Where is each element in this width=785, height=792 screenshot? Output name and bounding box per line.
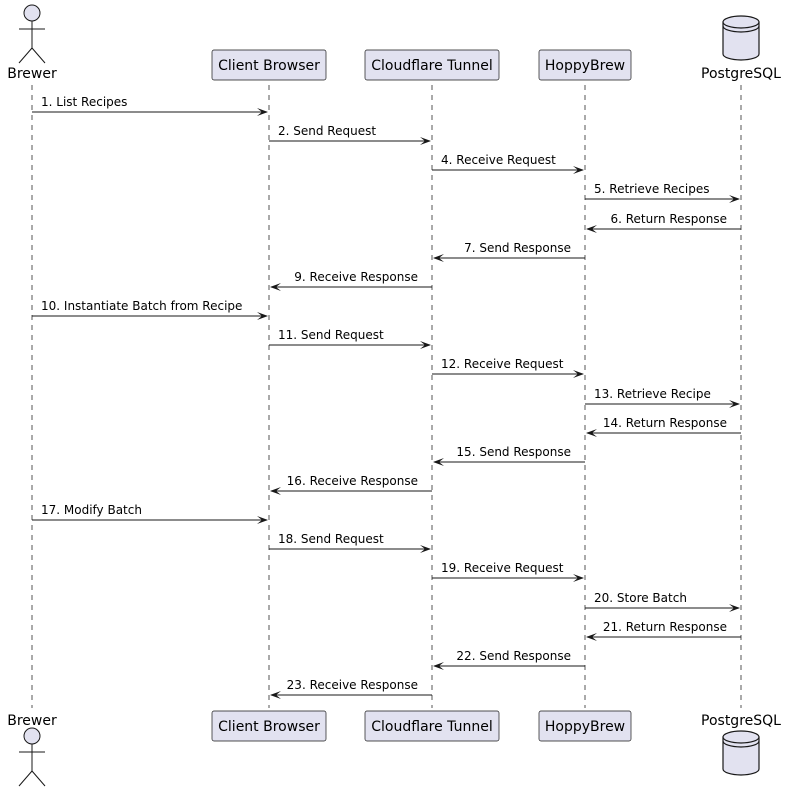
arrowhead-icon	[586, 633, 597, 641]
message-4: 5. Retrieve Recipes	[585, 182, 740, 203]
actor-leg-right	[31, 770, 46, 787]
arrowhead-icon	[433, 254, 444, 262]
message-label: 4. Receive Request	[441, 153, 556, 167]
arrowhead-icon	[729, 195, 740, 203]
database-rim	[722, 740, 760, 748]
arrowhead-icon	[420, 341, 431, 349]
message-11: 13. Retrieve Recipe	[585, 387, 740, 408]
message-label: 5. Retrieve Recipes	[594, 182, 709, 196]
arrowhead-icon	[420, 545, 431, 553]
message-label: 18. Send Request	[278, 532, 384, 546]
arrowhead-icon	[729, 604, 740, 612]
message-label: 1. List Recipes	[41, 95, 127, 109]
arrowhead-icon	[573, 166, 584, 174]
message-label: 21. Return Response	[603, 620, 727, 634]
participant-box-client-top	[211, 49, 327, 81]
message-label: 23. Receive Response	[287, 678, 418, 692]
arrowhead-icon	[257, 108, 268, 116]
arrowhead-icon	[586, 225, 597, 233]
actor-icon-bottom	[18, 727, 46, 787]
arrowhead-icon	[433, 458, 444, 466]
actor-leg-right	[31, 47, 46, 64]
message-label: 6. Return Response	[610, 212, 727, 226]
participant-label-brewer-bottom: Brewer	[7, 713, 57, 729]
message-2: 2. Send Request	[269, 124, 431, 145]
arrowhead-icon	[420, 137, 431, 145]
participant-label-tunnel-bottom: Cloudflare Tunnel	[371, 719, 492, 735]
message-label: 10. Instantiate Batch from Recipe	[41, 299, 242, 313]
participant-label-client-top: Client Browser	[218, 58, 320, 74]
database-icon-bottom	[722, 730, 760, 776]
arrowhead-icon	[573, 574, 584, 582]
database-top	[722, 15, 760, 29]
arrowhead-icon	[270, 691, 281, 699]
arrowhead-icon	[573, 370, 584, 378]
message-label: 7. Send Response	[464, 241, 571, 255]
message-label: 14. Return Response	[603, 416, 727, 430]
message-21: 23. Receive Response	[270, 678, 432, 699]
message-label: 17. Modify Batch	[41, 503, 142, 517]
participant-box-hoppy-bottom	[538, 710, 632, 742]
participant-label-hoppy-bottom: HoppyBrew	[545, 719, 625, 735]
participant-box-tunnel-bottom	[364, 710, 500, 742]
message-label: 19. Receive Request	[441, 561, 564, 575]
message-14: 16. Receive Response	[270, 474, 432, 495]
message-label: 15. Send Response	[456, 445, 571, 459]
message-8: 10. Instantiate Batch from Recipe	[32, 299, 268, 320]
message-16: 18. Send Request	[269, 532, 431, 553]
arrowhead-icon	[257, 516, 268, 524]
message-10: 12. Receive Request	[432, 357, 584, 378]
message-3: 4. Receive Request	[432, 153, 584, 174]
participant-box-client-bottom	[211, 710, 327, 742]
message-9: 11. Send Request	[269, 328, 431, 349]
actor-head	[23, 4, 41, 22]
participant-label-hoppy-top: HoppyBrew	[545, 58, 625, 74]
message-19: 21. Return Response	[586, 620, 741, 641]
arrowhead-icon	[270, 283, 281, 291]
arrowhead-icon	[729, 400, 740, 408]
arrowhead-icon	[586, 429, 597, 437]
message-12: 14. Return Response	[586, 416, 741, 437]
actor-head	[23, 727, 41, 745]
message-label: 20. Store Batch	[594, 591, 687, 605]
message-label: 12. Receive Request	[441, 357, 564, 371]
message-7: 9. Receive Response	[270, 270, 432, 291]
arrowhead-icon	[257, 312, 268, 320]
message-5: 6. Return Response	[586, 212, 741, 233]
participant-box-hoppy-top	[538, 49, 632, 81]
message-6: 7. Send Response	[433, 241, 585, 262]
arrowhead-icon	[270, 487, 281, 495]
message-13: 15. Send Response	[433, 445, 585, 466]
message-label: 16. Receive Response	[287, 474, 418, 488]
actor-leg-left	[18, 770, 33, 787]
message-18: 20. Store Batch	[585, 591, 740, 612]
participant-label-tunnel-top: Cloudflare Tunnel	[371, 58, 492, 74]
actor-leg-left	[18, 47, 33, 64]
participant-label-postgres-top: PostgreSQL	[701, 66, 781, 82]
message-15: 17. Modify Batch	[32, 503, 268, 524]
message-20: 22. Send Response	[433, 649, 585, 670]
participant-label-brewer-top: Brewer	[7, 66, 57, 82]
actor-icon-top	[18, 4, 46, 64]
message-label: 13. Retrieve Recipe	[594, 387, 711, 401]
database-rim	[722, 25, 760, 33]
participant-label-postgres-bottom: PostgreSQL	[701, 713, 781, 729]
participant-box-tunnel-top	[364, 49, 500, 81]
database-icon-top	[722, 15, 760, 61]
arrowhead-icon	[433, 662, 444, 670]
database-top	[722, 730, 760, 744]
message-1: 1. List Recipes	[32, 95, 268, 116]
message-label: 2. Send Request	[278, 124, 376, 138]
message-17: 19. Receive Request	[432, 561, 584, 582]
message-label: 22. Send Response	[456, 649, 571, 663]
message-label: 11. Send Request	[278, 328, 384, 342]
message-label: 9. Receive Response	[294, 270, 418, 284]
participant-label-client-bottom: Client Browser	[218, 719, 320, 735]
